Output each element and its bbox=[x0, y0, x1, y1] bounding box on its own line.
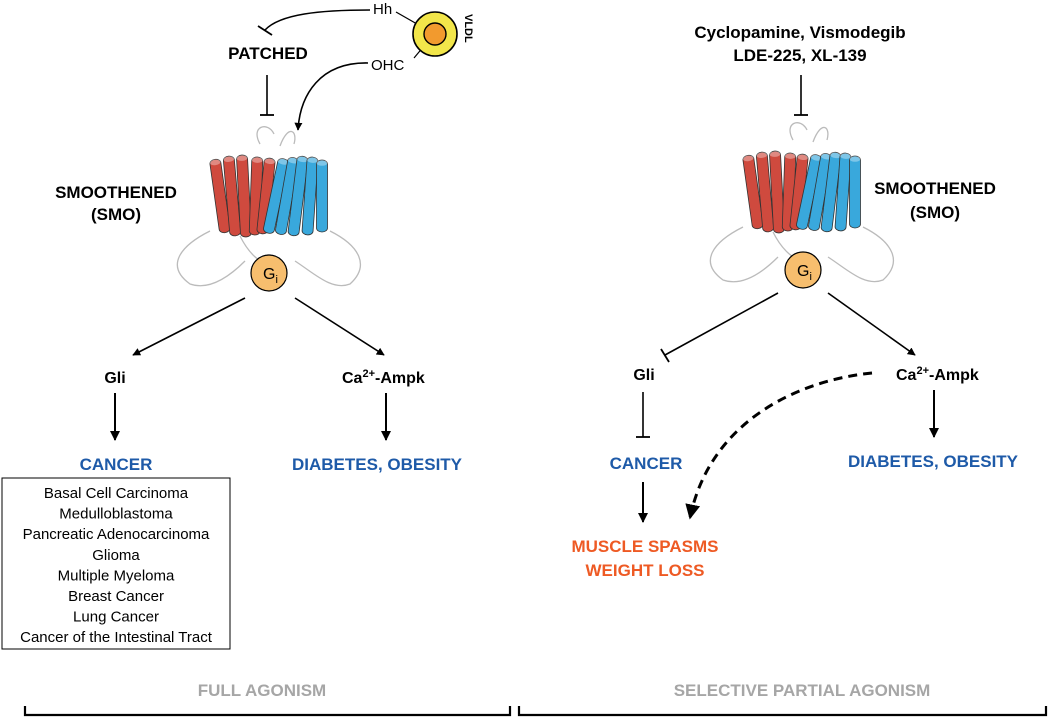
smo-loop bbox=[294, 230, 361, 287]
smo-loop bbox=[176, 230, 246, 287]
smo-helix-red bbox=[789, 153, 809, 231]
cancer-type-item: Breast Cancer bbox=[68, 588, 164, 605]
cancer-type-item: Cancer of the Intestinal Tract bbox=[20, 629, 213, 646]
gi-protein-right bbox=[784, 251, 822, 289]
cancer-label-right: CANCER bbox=[610, 454, 683, 473]
smo-helix-blue bbox=[301, 156, 319, 236]
smo-label-left-line1: SMOOTHENED bbox=[55, 183, 177, 202]
vldl-label: VLDL bbox=[462, 14, 474, 43]
smo-loop bbox=[827, 226, 894, 283]
smo-helix-red bbox=[769, 150, 785, 234]
gi-to-ca-arrow-right bbox=[827, 292, 916, 356]
gi-to-ca-arrow-left bbox=[294, 297, 385, 356]
gi-protein-left bbox=[250, 254, 288, 292]
smo-helix-blue bbox=[834, 152, 852, 232]
smo-label-right-line1: SMOOTHENED bbox=[874, 179, 996, 198]
smo-helix-red bbox=[755, 151, 775, 233]
diabetes-label-left: DIABETES, OBESITY bbox=[292, 455, 463, 474]
cancer-type-item: Pancreatic Adenocarcinoma bbox=[23, 526, 210, 543]
cancer-types-list: Basal Cell CarcinomaMedulloblastomaPancr… bbox=[20, 485, 213, 646]
ca-to-side-effects-dashed-arrow bbox=[685, 371, 873, 520]
smo-helix-red bbox=[222, 155, 242, 237]
smo-loop bbox=[279, 130, 296, 147]
ohc-label: OHC bbox=[371, 57, 405, 74]
smo-helix-blue bbox=[849, 155, 861, 229]
full-agonism-label: FULL AGONISM bbox=[198, 681, 326, 700]
gi-gli-tbar-right bbox=[660, 348, 670, 363]
smo-helix-red bbox=[742, 154, 764, 230]
vldl-inner-circle bbox=[423, 22, 447, 46]
smo-helix-blue bbox=[820, 151, 842, 233]
left-panel: Hh VLDL OHC PATCHED SMOOTHENED (SMO) Gi … bbox=[1, 1, 512, 717]
side-effects-line1: MUSCLE SPASMS bbox=[571, 537, 718, 556]
hh-inhibits-patched-curve bbox=[264, 9, 371, 31]
ca-ampk-label-right: Ca2+-Ampk bbox=[896, 365, 979, 384]
selective-partial-agonism-label: SELECTIVE PARTIAL AGONISM bbox=[674, 681, 931, 700]
smo-label-left-line2: (SMO) bbox=[91, 205, 141, 224]
patched-label: PATCHED bbox=[228, 44, 308, 63]
cancer-type-item: Glioma bbox=[92, 547, 140, 564]
gi-label-right: Gi bbox=[797, 263, 812, 283]
gi-inhibits-gli-line-right bbox=[664, 292, 779, 356]
side-effects-line2: WEIGHT LOSS bbox=[586, 561, 705, 580]
drugs-label-line2: LDE-225, XL-139 bbox=[733, 46, 866, 65]
smo-helix-blue bbox=[316, 159, 328, 233]
smo-loop bbox=[256, 126, 275, 145]
hh-inhibition-tbar bbox=[257, 25, 273, 36]
gli-label-left: Gli bbox=[104, 370, 125, 387]
smo-loop bbox=[709, 226, 779, 283]
ca-ampk-label-left: Ca2+-Ampk bbox=[342, 368, 425, 387]
diabetes-label-right: DIABETES, OBESITY bbox=[848, 452, 1019, 471]
cancer-type-item: Lung Cancer bbox=[73, 609, 159, 626]
ohc-activates-smo-arrow bbox=[294, 62, 369, 131]
smo-receptor-right bbox=[709, 122, 894, 283]
cancer-type-item: Basal Cell Carcinoma bbox=[44, 485, 189, 502]
gi-label-left: Gi bbox=[263, 266, 278, 286]
gi-to-gli-arrow-left bbox=[132, 297, 246, 356]
smo-helix-red bbox=[236, 154, 252, 238]
smo-loop bbox=[812, 126, 829, 143]
right-panel: Cyclopamine, Vismodegib LDE-225, XL-139 … bbox=[517, 23, 1048, 717]
smo-label-right-line2: (SMO) bbox=[910, 203, 960, 222]
full-agonism-bracket bbox=[23, 706, 512, 717]
selective-partial-agonism-bracket bbox=[517, 706, 1048, 717]
smo-helix-blue bbox=[287, 155, 309, 237]
hh-label: Hh bbox=[373, 1, 392, 18]
cancer-type-item: Medulloblastoma bbox=[59, 506, 173, 523]
smo-helix-red bbox=[209, 158, 231, 234]
drugs-label-line1: Cyclopamine, Vismodegib bbox=[694, 23, 905, 42]
cancer-types-box bbox=[1, 477, 231, 650]
cancer-type-item: Multiple Myeloma bbox=[58, 567, 175, 584]
smo-receptor-left bbox=[176, 126, 361, 287]
cancer-label-left: CANCER bbox=[80, 455, 153, 474]
gli-label-right: Gli bbox=[633, 367, 654, 384]
smo-loop bbox=[789, 122, 808, 141]
